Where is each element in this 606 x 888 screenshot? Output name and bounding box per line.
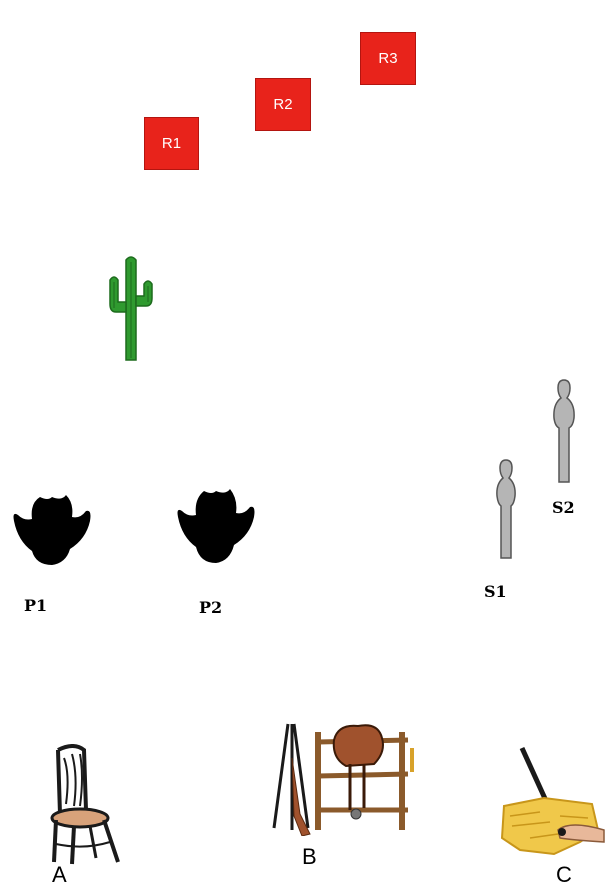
chair-icon <box>44 744 124 868</box>
cowboy-hat-icon-p2 <box>174 487 256 565</box>
object-label-b: B <box>302 844 317 870</box>
marker-r2: R2 <box>255 78 311 131</box>
marker-r3: R3 <box>360 32 416 85</box>
object-label-a: A <box>52 862 67 888</box>
rifle-and-saddle-icon <box>262 718 414 836</box>
cowboy-hat-icon-p1 <box>10 493 92 568</box>
marker-r2-label: R2 <box>273 96 292 113</box>
hay-bale-icon <box>500 746 606 856</box>
post-label-s2: S2 <box>552 498 575 517</box>
cactus-icon <box>106 254 156 366</box>
post-icon-s2 <box>551 378 577 484</box>
player-label-p2: P2 <box>199 598 222 617</box>
marker-r1: R1 <box>144 117 199 170</box>
post-icon-s1 <box>494 458 518 560</box>
marker-r1-label: R1 <box>162 135 181 152</box>
player-label-p1: P1 <box>24 596 47 615</box>
post-label-s1: S1 <box>484 582 507 601</box>
marker-r3-label: R3 <box>378 50 397 67</box>
object-label-c: C <box>556 862 572 888</box>
